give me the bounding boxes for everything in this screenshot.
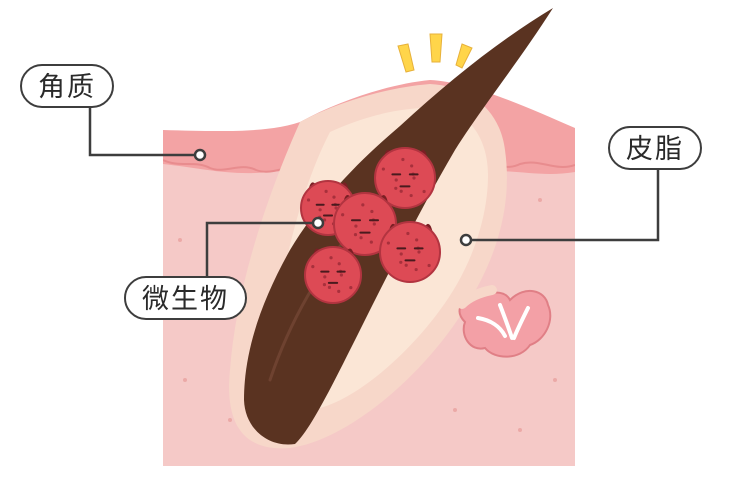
microbe-icon	[379, 221, 441, 283]
sebaceous-gland-icon	[457, 285, 552, 358]
label-sebum: 皮脂	[608, 126, 702, 170]
microbe-icon	[304, 246, 362, 304]
microbe-icon	[333, 192, 397, 256]
pimple-alert-icon	[397, 33, 473, 73]
label-keratin: 角质	[20, 64, 114, 108]
microbe-icon	[374, 147, 436, 209]
leader-lines	[88, 108, 660, 276]
microbe-group	[300, 147, 441, 304]
label-microbes: 微生物	[124, 276, 247, 320]
leader-dots	[193, 148, 473, 247]
